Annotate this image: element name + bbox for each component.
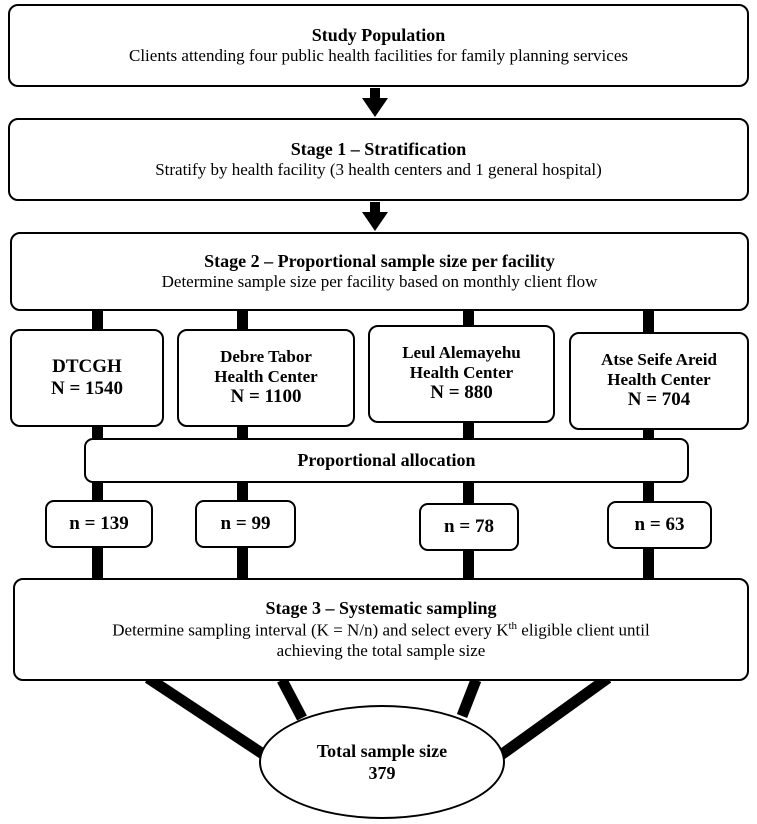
arrow-head-1 <box>362 98 388 117</box>
study-population-box: Study Population Clients attending four … <box>8 4 749 87</box>
stage2-title: Stage 2 – Proportional sample size per f… <box>204 250 555 271</box>
facility-box-debre-tabor: Debre Tabor Health Center N = 1100 <box>177 329 355 427</box>
stage3-text: Determine sampling interval (K = N/n) an… <box>112 620 649 641</box>
total-sample-oval: Total sample size 379 <box>259 705 505 819</box>
stage3-superscript: th <box>508 619 518 632</box>
connector-to-total-3 <box>456 678 482 718</box>
sample-box-3: n = 78 <box>419 503 519 551</box>
connector-to-total-4 <box>490 673 612 765</box>
facility-population: N = 880 <box>430 382 493 404</box>
sample-size: n = 99 <box>220 512 271 534</box>
sample-size: n = 63 <box>634 513 685 535</box>
proportional-allocation-label: Proportional allocation <box>297 449 476 470</box>
connector-to-total-2 <box>277 677 307 721</box>
stage2-box: Stage 2 – Proportional sample size per f… <box>10 232 749 311</box>
sample-size: n = 139 <box>69 512 129 534</box>
sample-size: n = 78 <box>444 515 494 537</box>
total-sample-value: 379 <box>368 763 396 783</box>
sample-box-2: n = 99 <box>195 500 296 548</box>
stage3-title: Stage 3 – Systematic sampling <box>265 597 497 618</box>
total-sample-label: Total sample size <box>316 740 448 761</box>
connector-to-total-1 <box>144 673 276 765</box>
study-population-title: Study Population <box>311 24 446 45</box>
stage3-box: Stage 3 – Systematic sampling Determine … <box>13 578 749 681</box>
stage3-text-line2: achieving the total sample size <box>276 640 486 660</box>
arrow-shaft-2 <box>370 202 380 214</box>
facility-population: N = 1540 <box>50 377 124 399</box>
stage3-text-part2: eligible client until <box>517 620 650 640</box>
stage2-text: Determine sample size per facility based… <box>161 272 598 292</box>
facility-name-line2: Health Center <box>409 362 514 382</box>
facility-population: N = 1100 <box>230 386 302 408</box>
facility-name: Atse Seife Areid <box>601 350 717 370</box>
facility-population: N = 704 <box>627 389 691 411</box>
stage1-text: Stratify by health facility (3 health ce… <box>155 160 602 180</box>
facility-name-line2: Health Center <box>214 366 318 386</box>
facility-name: Debre Tabor <box>220 347 312 367</box>
stage1-title: Stage 1 – Stratification <box>290 138 467 159</box>
arrow-shaft-1 <box>370 88 380 100</box>
facility-box-atse-seife-areid: Atse Seife Areid Health Center N = 704 <box>569 332 749 430</box>
facility-name: DTCGH <box>52 355 122 377</box>
facility-box-leul-alemayehu: Leul Alemayehu Health Center N = 880 <box>368 325 555 423</box>
facility-name: Leul Alemayehu <box>402 343 521 363</box>
study-population-text: Clients attending four public health fac… <box>128 46 628 66</box>
sample-box-4: n = 63 <box>607 501 712 549</box>
arrow-head-2 <box>362 212 388 231</box>
sample-box-1: n = 139 <box>45 500 153 548</box>
stage3-text-part1: Determine sampling interval (K = N/n) an… <box>112 620 509 640</box>
proportional-allocation-box: Proportional allocation <box>84 438 689 483</box>
stage1-box: Stage 1 – Stratification Stratify by hea… <box>8 118 749 201</box>
facility-name-line2: Health Center <box>607 369 711 389</box>
facility-box-dtcgh: DTCGH N = 1540 <box>10 329 164 427</box>
